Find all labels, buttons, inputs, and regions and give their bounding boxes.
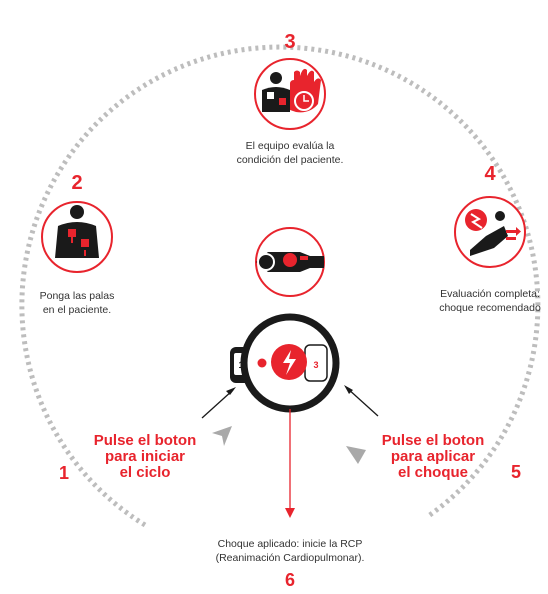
device-button-1-label: 1 — [238, 360, 243, 370]
step2-number: 2 — [71, 172, 82, 194]
analysis-hand-clock-icon — [254, 58, 326, 130]
down-arrow-icon — [285, 409, 295, 518]
patient-top-view-icon — [255, 227, 325, 297]
pointer-arrow-left-icon — [201, 387, 236, 419]
step4-desc-line1: Evaluación completa: — [440, 288, 540, 300]
step1-number: 1 — [59, 463, 69, 483]
pads-on-chest-icon — [41, 201, 113, 273]
step3-number: 3 — [284, 31, 295, 53]
step2-desc-line2: en el paciente. — [43, 304, 111, 316]
ring-arrow-right-icon — [346, 446, 366, 464]
shock-callout-line1: Pulse el boton — [382, 432, 485, 449]
step6-number: 6 — [285, 570, 295, 590]
shock-callout-line2: para aplicar — [391, 448, 475, 465]
step4-desc-line2: choque recomendado — [439, 302, 541, 314]
start-callout-line3: el ciclo — [120, 464, 171, 481]
ring-arrow-left-icon — [212, 426, 232, 446]
step6-desc-line1: Choque aplicado: inicie la RCP — [218, 538, 363, 550]
step3-desc-line1: El equipo evalúa la — [246, 140, 335, 152]
step5-number: 5 — [511, 462, 521, 482]
step6-desc-line2: (Reanimación Cardiopulmonar). — [216, 552, 365, 564]
pointer-arrow-right-icon — [344, 385, 379, 417]
step2-desc-line1: Ponga las palas — [40, 290, 115, 302]
aed-device-icon — [230, 313, 340, 413]
start-callout-line2: para iniciar — [105, 448, 185, 465]
step3-desc-line2: condición del paciente. — [237, 154, 344, 166]
shock-advised-icon — [454, 196, 526, 268]
device-button-3-label: 3 — [313, 360, 318, 370]
start-callout-line1: Pulse el boton — [94, 432, 197, 449]
step4-number: 4 — [484, 163, 496, 185]
cycle-ring — [19, 44, 541, 528]
shock-callout-line3: el choque — [398, 464, 468, 481]
